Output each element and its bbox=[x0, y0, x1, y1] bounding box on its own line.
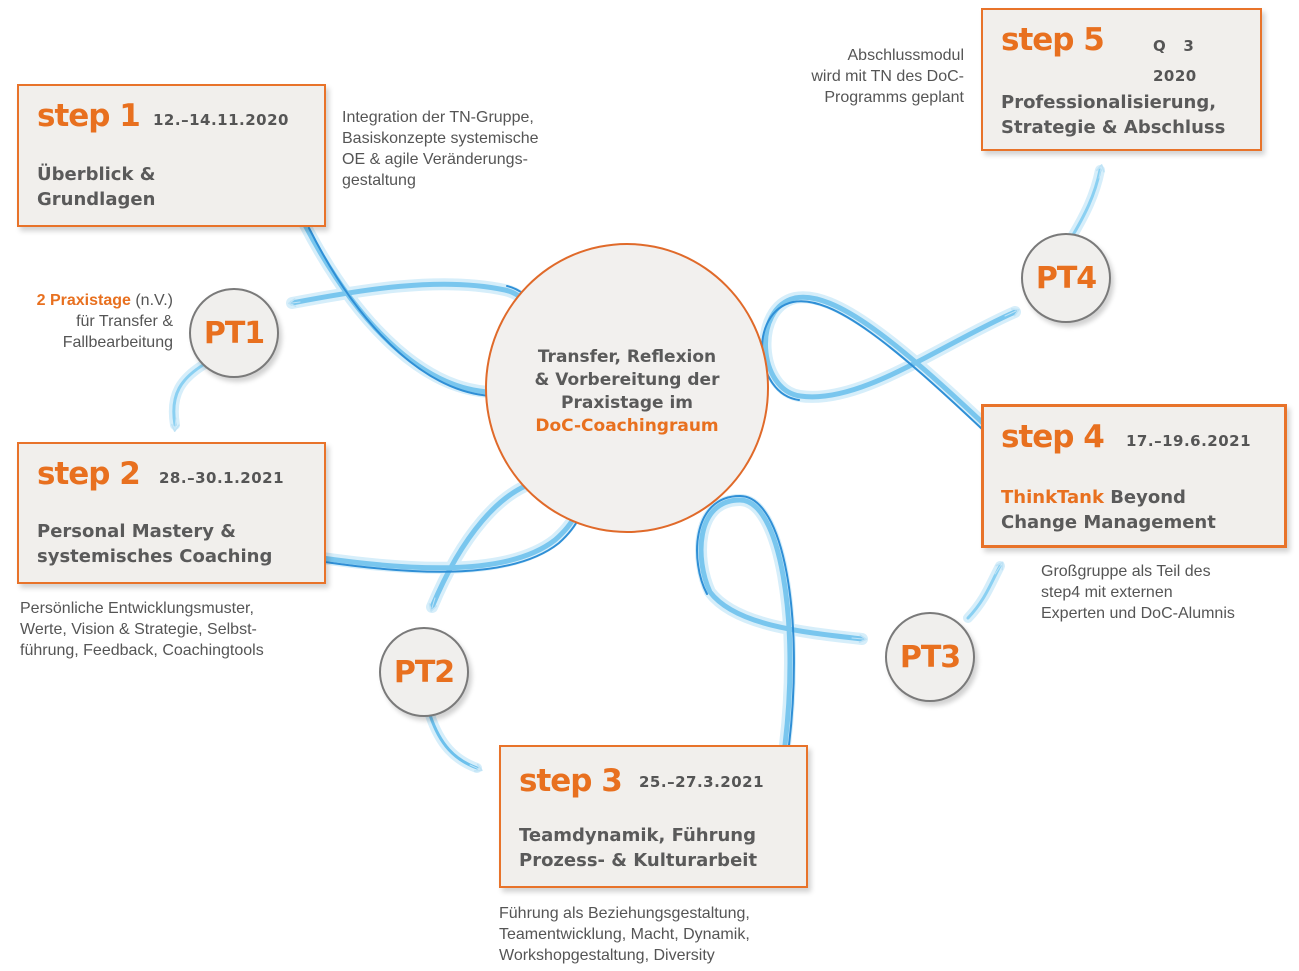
step5-title: Professionalisierung, Strategie & Abschl… bbox=[1001, 90, 1225, 140]
step4-box: step 4 17.–19.6.2021 ThinkTank Beyond Ch… bbox=[981, 404, 1287, 548]
step1-note-line-2: Basiskonzepte systemische bbox=[342, 130, 539, 147]
step5-box: step 5 Q 3 2020 Professionalisierung, St… bbox=[981, 8, 1262, 151]
praxistage-accent: 2 Praxistage bbox=[36, 292, 131, 309]
step2-label: step 2 bbox=[37, 456, 141, 492]
step3-label: step 3 bbox=[519, 763, 623, 799]
step5-date-line-2: 2020 bbox=[1153, 67, 1197, 85]
center-line-3: Praxistage im bbox=[561, 393, 693, 413]
ribbon-pt3-step4 bbox=[963, 561, 1005, 623]
center-circle: Transfer, Reflexion & Vorbereitung der P… bbox=[485, 243, 769, 533]
center-accent-line: DoC-Coachingraum bbox=[535, 416, 719, 436]
step3-box: step 3 25.–27.3.2021 Teamdynamik, Führun… bbox=[499, 745, 808, 888]
step5-title-line-1: Professionalisierung, bbox=[1001, 92, 1217, 113]
step4-note-line-2: step4 mit externen bbox=[1041, 584, 1173, 601]
step1-note-line-1: Integration der TN-Gruppe, bbox=[342, 109, 534, 126]
pt1-circle: PT1 bbox=[189, 288, 279, 378]
ribbon-step3-pt3 bbox=[695, 493, 868, 751]
step2-title: Personal Mastery & systemisches Coaching bbox=[37, 519, 272, 569]
step1-note-line-3: OE & agile Veränderungs- bbox=[342, 151, 528, 168]
step5-label: step 5 bbox=[1001, 22, 1105, 58]
step3-title-line-2: Prozess- & Kulturarbeit bbox=[519, 850, 758, 871]
step4-label: step 4 bbox=[1001, 419, 1105, 455]
step3-note-line-3: Workshopgestaltung, Diversity bbox=[499, 947, 715, 964]
step4-title-line-1: ThinkTank Beyond bbox=[1001, 485, 1216, 510]
step4-note-line-3: Experten und DoC-Alumnis bbox=[1041, 605, 1235, 622]
step5-note: Abschlussmodul wird mit TN des DoC- Prog… bbox=[740, 45, 964, 108]
step1-label: step 1 bbox=[37, 98, 141, 134]
ribbon-step4-pt4 bbox=[759, 291, 1021, 431]
ribbon-pt4-step5 bbox=[1065, 164, 1105, 245]
center-text: Transfer, Reflexion & Vorbereitung der P… bbox=[487, 346, 767, 438]
step1-title-line-2: Grundlagen bbox=[37, 189, 156, 210]
ribbon-pt2-step3 bbox=[425, 710, 483, 773]
pt4-circle: PT4 bbox=[1021, 233, 1111, 323]
step1-note-line-4: gestaltung bbox=[342, 172, 416, 189]
step1-title: Überblick & Grundlagen bbox=[37, 162, 155, 212]
praxistage-line-1: 2 Praxistage (n.V.) bbox=[8, 290, 173, 311]
step2-box: step 2 28.–30.1.2021 Personal Mastery & … bbox=[17, 442, 326, 584]
praxistage-rest: (n.V.) bbox=[130, 292, 173, 309]
step4-title: ThinkTank Beyond Change Management bbox=[1001, 485, 1216, 535]
ribbon-pt1-step2 bbox=[168, 357, 213, 432]
praxistage-note: 2 Praxistage (n.V.) für Transfer & Fallb… bbox=[8, 290, 173, 353]
step5-date-line-1: Q 3 bbox=[1153, 37, 1195, 55]
praxistage-line-3: Fallbearbeitung bbox=[62, 334, 173, 351]
step1-note: Integration der TN-Gruppe, Basiskonzepte… bbox=[342, 107, 539, 191]
step1-box: step 1 12.–14.11.2020 Überblick & Grundl… bbox=[17, 84, 326, 227]
praxistage-line-2: für Transfer & bbox=[76, 313, 173, 330]
step2-title-line-1: Personal Mastery & bbox=[37, 521, 236, 542]
step4-date: 17.–19.6.2021 bbox=[1126, 432, 1252, 450]
step2-title-line-2: systemisches Coaching bbox=[37, 546, 273, 567]
center-line-1: Transfer, Reflexion bbox=[537, 347, 717, 367]
step3-title-line-1: Teamdynamik, Führung bbox=[519, 825, 756, 846]
step5-note-line-1: Abschlussmodul bbox=[847, 47, 965, 64]
step3-note: Führung als Beziehungsgestaltung, Teamen… bbox=[499, 903, 750, 966]
step3-title: Teamdynamik, Führung Prozess- & Kulturar… bbox=[519, 823, 757, 873]
pt3-circle: PT3 bbox=[885, 612, 975, 702]
center-line-2: & Vorbereitung der bbox=[534, 370, 720, 390]
step3-note-line-1: Führung als Beziehungsgestaltung, bbox=[499, 905, 750, 922]
step3-date: 25.–27.3.2021 bbox=[639, 773, 765, 791]
step4-title-accent: ThinkTank bbox=[1001, 487, 1104, 508]
step1-title-line-1: Überblick & bbox=[37, 164, 156, 185]
step3-note-line-2: Teamentwicklung, Macht, Dynamik, bbox=[499, 926, 750, 943]
pt2-circle: PT2 bbox=[379, 627, 469, 717]
step4-title-rest: Beyond bbox=[1103, 487, 1186, 508]
step2-note: Persönliche Entwicklungsmuster, Werte, V… bbox=[20, 598, 264, 661]
step5-note-line-3: Programms geplant bbox=[824, 89, 964, 106]
step2-note-line-3: führung, Feedback, Coachingtools bbox=[20, 642, 264, 659]
step2-note-line-2: Werte, Vision & Strategie, Selbst- bbox=[20, 621, 257, 638]
step4-title-line-2: Change Management bbox=[1001, 512, 1216, 533]
step2-note-line-1: Persönliche Entwicklungsmuster, bbox=[20, 600, 254, 617]
step5-note-line-2: wird mit TN des DoC- bbox=[811, 68, 964, 85]
step5-title-line-2: Strategie & Abschluss bbox=[1001, 117, 1226, 138]
step4-note-line-1: Großgruppe als Teil des bbox=[1041, 563, 1211, 580]
step1-date: 12.–14.11.2020 bbox=[153, 111, 289, 129]
step2-date: 28.–30.1.2021 bbox=[159, 469, 285, 487]
step4-note: Großgruppe als Teil des step4 mit extern… bbox=[1041, 561, 1235, 624]
